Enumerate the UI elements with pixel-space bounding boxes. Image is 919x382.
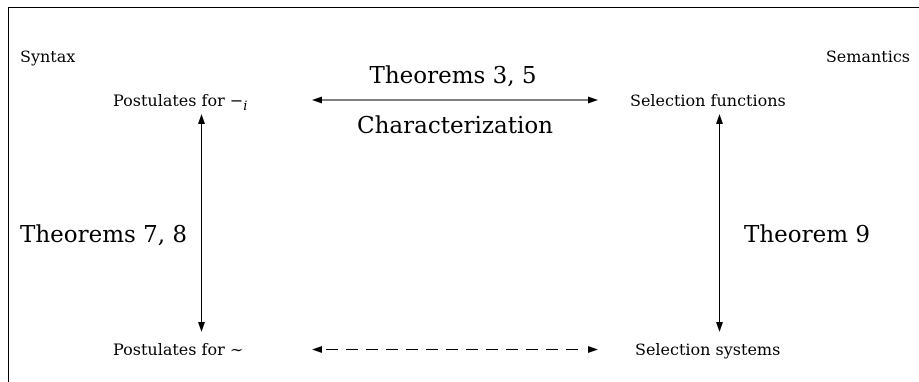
syntax-label: Syntax — [20, 47, 75, 66]
node-selection-systems: Selection systems — [635, 340, 780, 359]
label-characterization: Characterization — [357, 113, 553, 139]
top-double-arrow — [312, 96, 598, 104]
left-double-arrow — [198, 114, 205, 332]
bottom-arrowhead-left — [312, 346, 322, 353]
right-double-arrow — [716, 114, 723, 332]
right-arrowhead-bottom — [716, 322, 723, 332]
label-theorem-9: Theorem 9 — [744, 222, 870, 248]
node-selection-functions: Selection functions — [630, 91, 786, 110]
node-postulates-minus-i: Postulates for −i — [113, 91, 247, 114]
node-postulates-tilde: Postulates for ∼ — [113, 340, 243, 359]
right-arrowhead-top — [716, 114, 723, 124]
left-arrowhead-top — [198, 114, 205, 124]
top-arrowhead-right — [588, 96, 598, 104]
left-arrowhead-bottom — [198, 322, 205, 332]
top-arrowhead-left — [312, 96, 322, 104]
semantics-label: Semantics — [826, 47, 910, 66]
label-theorems-7-8: Theorems 7, 8 — [20, 222, 187, 248]
label-theorems-3-5: Theorems 3, 5 — [369, 63, 536, 89]
node-postulates-minus-i-text: Postulates for − — [113, 91, 243, 110]
bottom-dashed-double-arrow — [312, 346, 598, 353]
bottom-arrowhead-right — [588, 346, 598, 353]
node-postulates-minus-i-subscript: i — [243, 99, 247, 114]
